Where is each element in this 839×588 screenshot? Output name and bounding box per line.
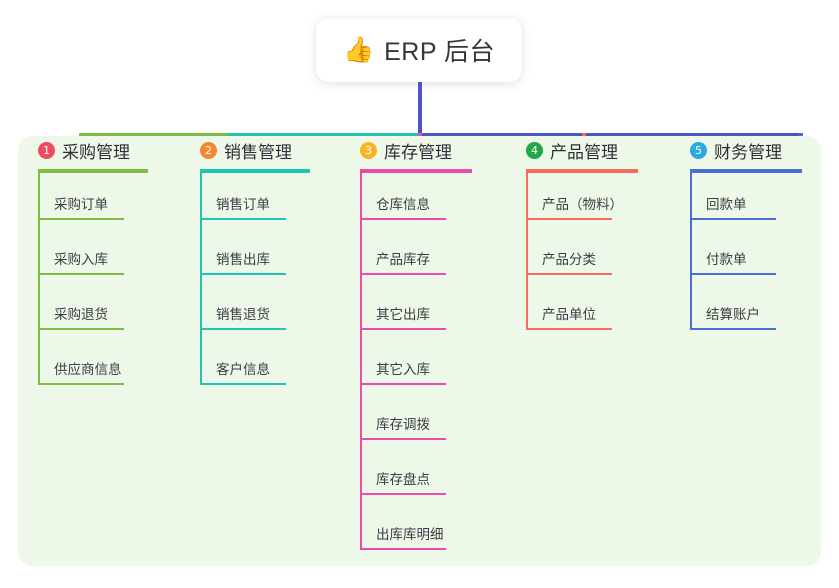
module-item-underline: [526, 218, 612, 220]
module-item-label: 结算账户: [706, 307, 760, 322]
column-number-badge: 3: [360, 141, 377, 159]
module-item-label: 产品分类: [542, 252, 596, 267]
root-node-card[interactable]: 👍 ERP 后台: [316, 18, 522, 82]
module-item-underline: [526, 273, 612, 275]
column-title: 销售管理: [224, 142, 292, 162]
module-item-underline: [690, 273, 776, 275]
module-item-underline: [200, 273, 286, 275]
column-spine: [200, 173, 202, 385]
column-title: 采购管理: [62, 142, 130, 162]
module-item-label: 销售订单: [216, 197, 270, 212]
module-item-underline: [526, 328, 612, 330]
module-item-underline: [38, 218, 124, 220]
module-item-label: 销售退货: [216, 307, 270, 322]
module-item-label: 出库库明细: [376, 527, 444, 542]
module-item-label: 供应商信息: [54, 362, 122, 377]
module-item-label: 回款单: [706, 197, 747, 212]
module-item-label: 客户信息: [216, 362, 270, 377]
module-column-2: 2 销售管理销售订单销售出库销售退货客户信息: [200, 136, 310, 385]
module-item-label: 产品（物料）: [542, 197, 623, 212]
module-item-underline: [360, 493, 446, 495]
column-header-underline: [360, 169, 472, 173]
module-item-underline: [360, 438, 446, 440]
column-header-3[interactable]: 3 库存管理: [360, 136, 452, 164]
column-number-badge: 5: [690, 141, 707, 159]
module-item-label: 库存盘点: [376, 472, 430, 487]
column-spine: [38, 173, 40, 385]
module-column-3: 3 库存管理仓库信息产品库存其它出库其它入库库存调拨库存盘点出库库明细: [360, 136, 472, 550]
thumbs-up-icon: 👍: [342, 35, 375, 64]
module-item-label: 产品库存: [376, 252, 430, 267]
root-stem-connector: [418, 82, 422, 136]
modules-panel: 1 采购管理采购订单采购入库采购退货供应商信息 2 销售管理销售订单销售出库销售退货客…: [18, 136, 821, 566]
column-spine: [690, 173, 692, 330]
module-item-underline: [360, 548, 446, 550]
column-header-underline: [38, 169, 148, 173]
module-column-4: 4 产品管理产品（物料） 产品分类产品单位: [526, 136, 638, 330]
module-item-underline: [360, 383, 446, 385]
module-column-1: 1 采购管理采购订单采购入库采购退货供应商信息: [38, 136, 148, 385]
module-item-underline: [690, 218, 776, 220]
bus-segment-1: [80, 133, 228, 137]
column-title: 库存管理: [384, 142, 452, 162]
module-column-5: 5 财务管理回款单付款单结算账户: [690, 136, 802, 330]
module-item-underline: [38, 383, 124, 385]
bus-segment-3: [420, 133, 802, 137]
column-header-5[interactable]: 5 财务管理: [690, 136, 782, 164]
column-title: 产品管理: [550, 142, 618, 162]
module-item-underline: [38, 328, 124, 330]
module-item-underline: [360, 328, 446, 330]
root-node-title: ERP 后台: [384, 38, 496, 66]
module-item-label: 采购订单: [54, 197, 108, 212]
column-header-2[interactable]: 2 销售管理: [200, 136, 292, 164]
module-item-underline: [200, 383, 286, 385]
module-item-label: 其它出库: [376, 307, 430, 322]
module-item-underline: [38, 273, 124, 275]
module-item-underline: [690, 328, 776, 330]
column-header-underline: [200, 169, 310, 173]
module-item-label: 付款单: [706, 252, 747, 267]
column-header-underline: [690, 169, 802, 173]
column-number-badge: 1: [38, 141, 55, 159]
module-item-label: 其它入库: [376, 362, 430, 377]
module-item-label: 采购入库: [54, 252, 108, 267]
column-spine: [360, 173, 362, 550]
module-item-underline: [200, 328, 286, 330]
module-item-underline: [360, 218, 446, 220]
module-item-underline: [200, 218, 286, 220]
module-item-label: 仓库信息: [376, 197, 430, 212]
column-header-4[interactable]: 4 产品管理: [526, 136, 618, 164]
module-item-underline: [360, 273, 446, 275]
column-number-badge: 2: [200, 141, 217, 159]
bus-segment-2: [228, 133, 420, 137]
module-item-label: 销售出库: [216, 252, 270, 267]
column-title: 财务管理: [714, 142, 782, 162]
module-item-label: 库存调拨: [376, 417, 430, 432]
column-number-badge: 4: [526, 141, 543, 159]
module-item-label: 产品单位: [542, 307, 596, 322]
column-header-underline: [526, 169, 638, 173]
module-item-label: 采购退货: [54, 307, 108, 322]
column-header-1[interactable]: 1 采购管理: [38, 136, 130, 164]
column-spine: [526, 173, 528, 330]
